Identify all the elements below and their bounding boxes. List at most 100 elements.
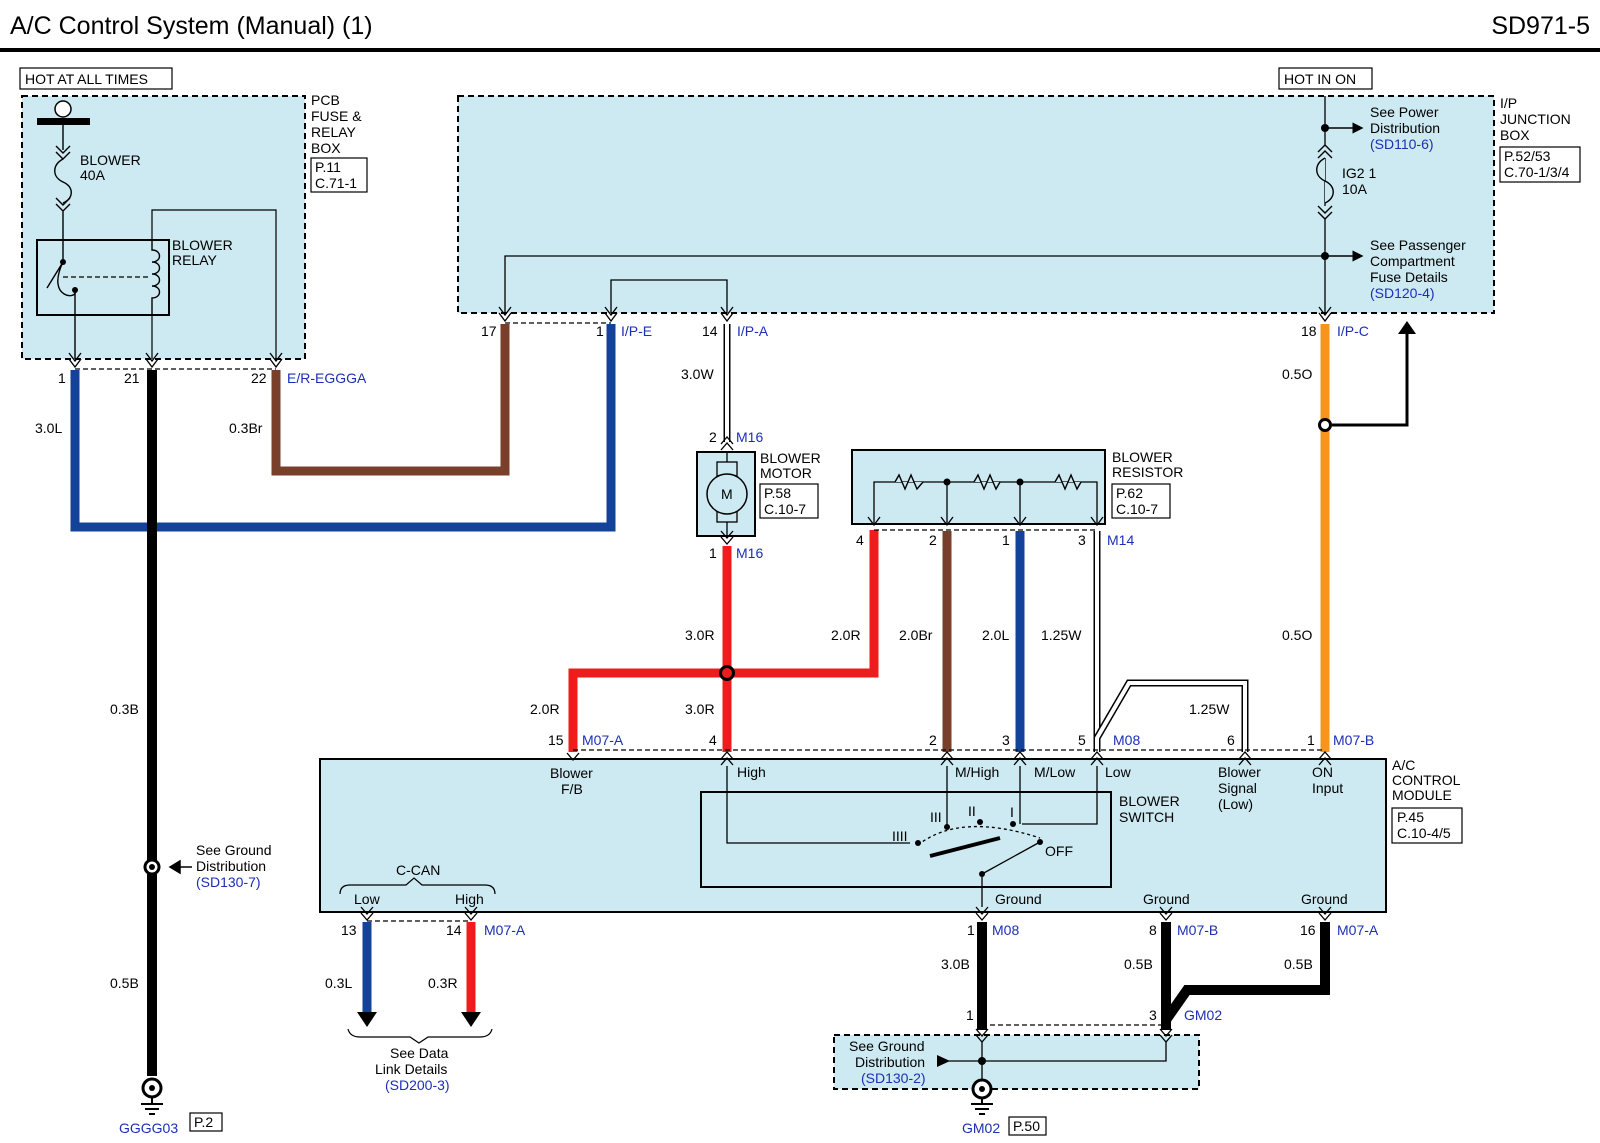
label-blower-signal-1: Blower	[1218, 764, 1261, 780]
switch-pos-iiii: IIII	[892, 828, 908, 844]
ac-pin-3: 3	[1002, 732, 1010, 748]
ip-pin-17: 17	[481, 323, 497, 339]
power-dist-label-2: Distribution	[1370, 120, 1440, 136]
passenger-fuse-label-3: Fuse Details	[1370, 269, 1448, 285]
ac-connector-m07a-bottom: M07-A	[484, 922, 526, 938]
ground-page-gm02: P.50	[1013, 1118, 1040, 1134]
ground-dist-left-ref: (SD130-7)	[196, 874, 261, 890]
ac-connector-m07b-top: M07-B	[1333, 732, 1374, 748]
resistor-node-1	[943, 478, 951, 486]
blower-switch-box	[700, 791, 1112, 888]
ip-box-title-3: BOX	[1500, 127, 1530, 143]
blower-fuse-icon	[54, 125, 72, 240]
switch-pos-off: OFF	[1045, 843, 1073, 859]
wire-label-can-low: 0.3L	[325, 975, 352, 991]
hot-in-on-label: HOT IN ON	[1284, 71, 1356, 87]
ac-bottom-pin-1: 1	[967, 922, 975, 938]
motor-connector-top: M16	[736, 429, 763, 445]
wire-label-signal-low: 1.25W	[1189, 701, 1230, 717]
switch-contact-ii	[977, 819, 983, 825]
label-low: Low	[1105, 764, 1132, 780]
pcb-pin-21: 21	[124, 370, 140, 386]
wire-label-pcb-pin22: 0.3Br	[229, 420, 263, 436]
motor-symbol: M	[721, 486, 733, 502]
resistor-icon-3	[1054, 473, 1082, 491]
ground-page-box-1	[189, 1112, 223, 1132]
blower-switch-title-1: BLOWER	[1119, 793, 1180, 809]
blower-switch-title-2: SWITCH	[1119, 809, 1174, 825]
switch-pos-ii: II	[968, 803, 976, 819]
ground-page-box-2	[1008, 1116, 1047, 1136]
power-dist-ref: (SD110-6)	[1370, 136, 1434, 152]
data-link-label-1: See Data	[390, 1045, 449, 1061]
label-on-input-2: Input	[1312, 780, 1343, 796]
gm02-connector-id: GM02	[1184, 1007, 1222, 1023]
blower-fuse-label-1: BLOWER	[80, 152, 141, 168]
ac-pin-6: 6	[1227, 732, 1235, 748]
ground-dist-left-1: See Ground	[196, 842, 272, 858]
ig2-fuse-label-1: IG2 1	[1342, 165, 1376, 181]
resistor-pin-2: 2	[929, 532, 937, 548]
wire-0-3br-brown	[271, 324, 510, 476]
switch-contact-i	[1010, 821, 1016, 827]
blower-motor-title-1: BLOWER	[760, 450, 821, 466]
blower-relay	[36, 239, 170, 316]
ip-pin-1: 1	[596, 323, 604, 339]
ip-c-return-arrow	[1332, 334, 1409, 427]
ac-connector-m07a-top: M07-A	[582, 732, 624, 748]
gm02-ground-box	[833, 1034, 1200, 1090]
label-high: High	[737, 764, 766, 780]
passenger-fuse-ref: (SD120-4)	[1370, 285, 1435, 301]
blower-switch-arc	[917, 825, 1041, 846]
ip-connector-ipc: I/P-C	[1337, 323, 1369, 339]
resistor-icon-1	[894, 473, 924, 491]
blower-switch-lever	[929, 836, 1001, 858]
pin-terminals	[68, 306, 1332, 369]
blower-motor-ref-2: C.10-7	[764, 501, 806, 517]
ground-name-gggg03: GGGG03	[119, 1120, 178, 1136]
header-rule	[0, 48, 1600, 52]
page-header: A/C Control System (Manual) (1) SD971-5	[0, 0, 1600, 52]
ground-page-gggg03: P.2	[194, 1114, 213, 1130]
wire-label-res4: 2.0R	[831, 627, 861, 643]
ac-bottom-pin-16: 16	[1300, 922, 1316, 938]
label-m-high: M/High	[955, 764, 999, 780]
ip-box-title-2: JUNCTION	[1500, 111, 1571, 127]
power-dist-label-1: See Power	[1370, 104, 1439, 120]
motor-pin-2: 2	[709, 429, 717, 445]
ac-bottom-pin-14: 14	[446, 922, 462, 938]
can-low-arrow	[357, 1012, 377, 1027]
wire-0-5b-black-m07a	[1161, 922, 1330, 1023]
pcb-box-ref-box	[310, 157, 368, 193]
ip-connector-ipa: I/P-A	[737, 323, 769, 339]
ip-pin-14: 14	[702, 323, 718, 339]
ccan-high-label: High	[455, 891, 484, 907]
wire-1-25w-signal	[1093, 679, 1249, 752]
relay-contact-dot	[60, 259, 66, 265]
gm02-junction-dot	[978, 1057, 986, 1065]
blower-motor-ref-1: P.58	[764, 485, 791, 501]
ccan-low-label: Low	[354, 891, 381, 907]
data-link-ref: (SD200-3)	[385, 1077, 450, 1093]
ig2-fuse-icon	[1316, 144, 1334, 220]
passenger-fuse-label-1: See Passenger	[1370, 237, 1466, 253]
pcb-pin-22: 22	[251, 370, 267, 386]
ac-pin-2: 2	[929, 732, 937, 748]
switch-pivot	[979, 871, 985, 877]
ground-label-m07b: Ground	[1143, 891, 1190, 907]
blower-resistor-ref-box	[1111, 483, 1171, 519]
pcb-box-ref-2: C.71-1	[315, 175, 357, 191]
wire-2-0r-red-fb	[568, 668, 727, 752]
hot-in-on-box	[1278, 67, 1373, 90]
label-blower-fb-1: Blower	[550, 765, 593, 781]
ground-junction-dot-inner	[149, 864, 155, 870]
ground-name-gm02: GM02	[962, 1120, 1000, 1136]
ig2-fuse-label-2: 10A	[1342, 181, 1368, 197]
pcb-box-title-2: FUSE &	[311, 108, 362, 124]
blower-resistor-ref-2: C.10-7	[1116, 501, 1158, 517]
pcb-box-title-4: BOX	[311, 140, 341, 156]
wire-label-ip-c-top: 0.5O	[1282, 366, 1312, 382]
resistor-icon-2	[973, 473, 1001, 491]
motor-connector-bottom: M16	[736, 545, 763, 561]
label-on-input-1: ON	[1312, 764, 1333, 780]
